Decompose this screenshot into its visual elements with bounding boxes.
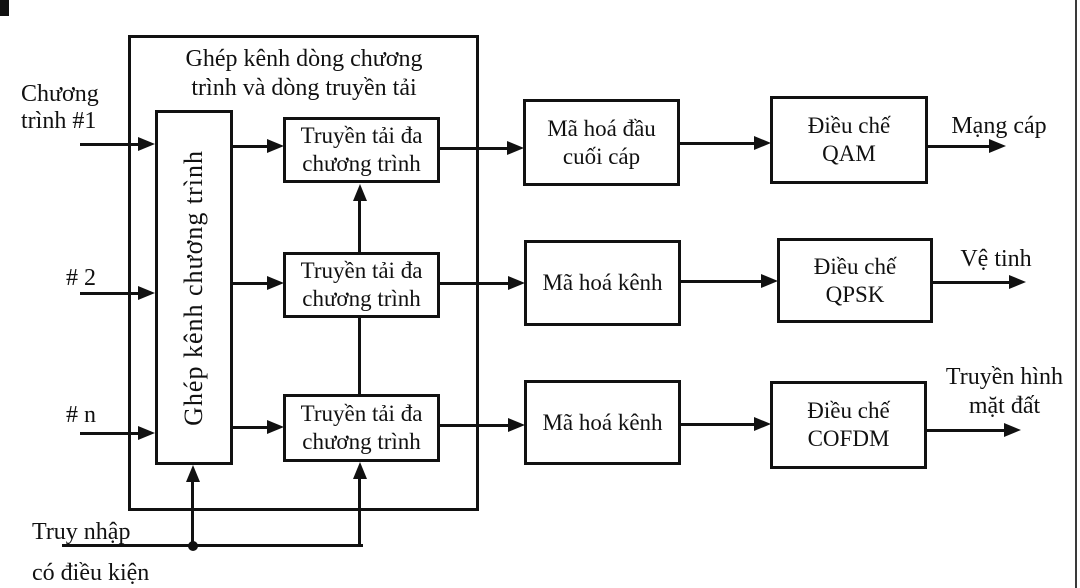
arrowhead-coding-3-to-cofdm [754, 417, 771, 431]
output-label-satellite: Vệ tinh [960, 246, 1032, 272]
coding-box-2-line: Mã hoá kênh [542, 270, 663, 295]
mux-group-title-line: Ghép kênh dòng chương [185, 46, 423, 72]
mux-group-title: Ghép kênh dòng chương trình và dòng truy… [149, 45, 459, 103]
arrowhead-input-2 [138, 286, 155, 300]
arrowhead-mux-to-transport-2 [267, 276, 284, 290]
modulation-box-3-line: COFDM [807, 426, 890, 451]
input-label-program-n: # n [66, 402, 96, 428]
mux-group-title-line: trình và dòng truyền tải [191, 75, 417, 101]
transport-box-3-line: Truyền tải đa [300, 401, 423, 426]
coding-box-1-line: cuối cáp [562, 143, 641, 169]
transport-box-2-line: Truyền tải đa [300, 258, 423, 283]
arrowhead-cofdm-to-terrestrial [1004, 423, 1021, 437]
transport-box-3: Truyền tải đa chương trình [283, 394, 440, 462]
mux-group-box [128, 35, 479, 511]
conditional-access-label-line: Truy nhập [32, 519, 131, 545]
arrowhead-conditional-access-to-mux [186, 465, 200, 482]
wire-coding-1-to-qam [680, 142, 755, 145]
arrowhead-transport-3-to-coding-3 [508, 418, 525, 432]
transport-box-3-line: chương trình [302, 429, 421, 454]
arrowhead-transport-1-to-coding-1 [507, 141, 524, 155]
modulation-box-cofdm: Điều chế COFDM [770, 381, 927, 469]
wire-input-2 [80, 292, 140, 295]
arrowhead-qam-to-cable-network [989, 139, 1006, 153]
program-mux-label: Ghép kênh chương trình [179, 149, 208, 426]
arrowhead-input-1 [138, 137, 155, 151]
modulation-box-3-line: Điều chế [807, 398, 890, 423]
arrowhead-qpsk-to-satellite [1009, 275, 1026, 289]
transport-box-1: Truyền tải đa chương trình [283, 117, 440, 183]
input-label-program-1-line: Chương [21, 81, 99, 107]
wire-conditional-access-to-transport-3 [358, 479, 361, 546]
transport-box-2-line: chương trình [302, 286, 421, 311]
wire-transport-2-to-coding-2 [440, 282, 508, 285]
arrowhead-transport-2-to-transport-1 [353, 184, 367, 201]
input-label-program-1-line: trình #1 [21, 108, 97, 134]
modulation-box-2-line: Điều chế [813, 253, 897, 279]
wire-transport-3-to-coding-3 [440, 424, 508, 427]
arrowhead-mux-to-transport-1 [267, 139, 284, 153]
wire-conditional-access-horizontal [62, 544, 363, 547]
wire-transport-1-to-coding-1 [440, 147, 508, 150]
coding-box-channel-2: Mã hoá kênh [524, 240, 681, 326]
conditional-access-label: Truy nhập có điều kiện [32, 512, 149, 588]
wire-mux-to-transport-3 [233, 426, 269, 429]
output-label-terrestrial-line: Truyền hình [945, 364, 1064, 390]
arrowhead-coding-1-to-qam [754, 136, 771, 150]
output-label-terrestrial-line: mặt đất [968, 393, 1041, 419]
coding-box-channel-3: Mã hoá kênh [524, 380, 681, 465]
program-mux-box: Ghép kênh chương trình [155, 110, 233, 465]
coding-box-3-line: Mã hoá kênh [542, 409, 663, 435]
wire-input-n [80, 432, 140, 435]
output-label-terrestrial: Truyền hình mặt đất [933, 363, 1076, 421]
transport-box-1-line: chương trình [302, 151, 421, 176]
transport-box-2: Truyền tải đa chương trình [283, 252, 440, 318]
input-label-program-1: Chương trình #1 [21, 81, 99, 135]
wire-transport-3-to-transport-2 [358, 318, 361, 395]
input-label-program-2: # 2 [66, 265, 96, 291]
modulation-box-qpsk: Điều chế QPSK [777, 238, 933, 323]
wire-transport-2-to-transport-1 [358, 200, 361, 253]
arrowhead-conditional-access-to-transport-3 [353, 462, 367, 479]
coding-box-cable-headend: Mã hoá đầu cuối cáp [523, 99, 680, 186]
wire-qam-to-cable-network [928, 145, 990, 148]
wire-qpsk-to-satellite [933, 281, 1010, 284]
wire-junction-dot [188, 541, 198, 551]
transport-box-1-line: Truyền tải đa [300, 123, 423, 148]
arrowhead-input-n [138, 426, 155, 440]
modulation-box-1-line: QAM [822, 141, 876, 166]
output-label-cable-network: Mạng cáp [951, 113, 1047, 139]
arrowhead-transport-2-to-coding-2 [508, 276, 525, 290]
scan-artifact-corner-mark [0, 0, 9, 16]
wire-coding-2-to-qpsk [681, 280, 761, 283]
arrowhead-mux-to-transport-3 [267, 420, 284, 434]
wire-input-1 [80, 143, 140, 146]
scan-artifact-right-border [1075, 0, 1077, 588]
wire-mux-to-transport-1 [233, 145, 269, 148]
modulation-box-1-line: Điều chế [807, 113, 891, 138]
wire-conditional-access-to-mux [191, 481, 194, 546]
wire-coding-3-to-cofdm [681, 423, 754, 426]
modulation-box-qam: Điều chế QAM [770, 96, 928, 184]
arrowhead-coding-2-to-qpsk [761, 274, 778, 288]
coding-box-1-line: Mã hoá đầu [547, 115, 656, 141]
wire-mux-to-transport-2 [233, 282, 269, 285]
conditional-access-label-line: có điều kiện [32, 560, 150, 586]
modulation-box-2-line: QPSK [825, 281, 885, 307]
wire-cofdm-to-terrestrial [927, 429, 1005, 432]
